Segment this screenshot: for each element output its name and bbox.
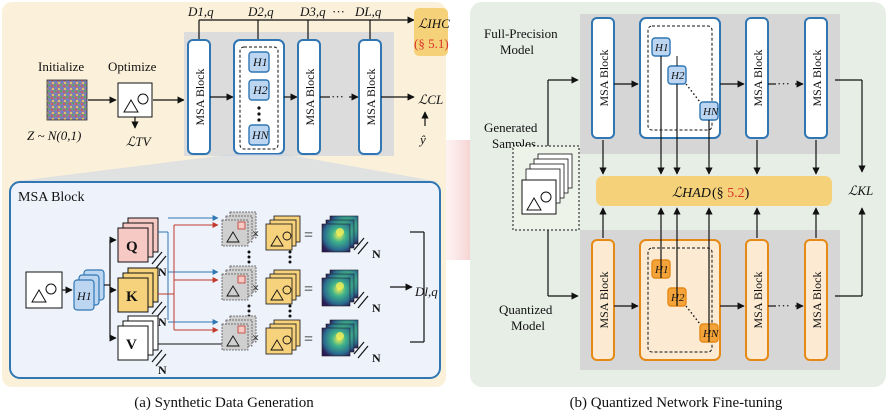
loss-ihc: ℒIHC (418, 16, 450, 31)
svg-text:MSA Block: MSA Block (597, 271, 611, 328)
loss-tv: ℒTV (126, 134, 153, 149)
svg-text:MSA Block: MSA Block (597, 49, 611, 106)
msa-block-3: MSA Block (297, 39, 321, 155)
svg-text:H2: H2 (252, 83, 268, 97)
svg-text:MSA Block: MSA Block (810, 49, 824, 106)
loss-had-box (596, 176, 832, 206)
svg-text:MSA Block: MSA Block (751, 271, 765, 328)
top-output-labels: D1,q D2,q D3,q ··· DL,q (187, 4, 382, 19)
output-dl: DL,q (354, 4, 382, 19)
initialize-label: Initialize (38, 59, 84, 74)
svg-text:···: ··· (777, 76, 790, 91)
attention-row-1: × = N (221, 211, 381, 264)
fp-msa-block-l: MSA Block (804, 17, 828, 139)
svg-text:N: N (158, 363, 167, 377)
svg-text:V: V (126, 337, 137, 353)
q-msa-block-1: MSA Block (591, 239, 615, 361)
head-n-icon (248, 124, 270, 146)
query-stack: Q N (117, 217, 167, 279)
output-d2: D2,q (247, 4, 274, 19)
svg-text:N: N (372, 247, 381, 261)
svg-text:HN: HN (702, 328, 719, 340)
svg-text:×: × (252, 226, 259, 241)
noise-label: Z ~ N(0,1) (27, 128, 81, 143)
loss-cl: ℒCL (418, 92, 443, 107)
svg-text:H2: H2 (670, 70, 685, 82)
svg-text:H1: H1 (252, 55, 268, 69)
msa-block-heads: H1 H2 HN (233, 39, 285, 155)
svg-text:···: ··· (777, 298, 790, 313)
loss-had: ℒHAD (672, 186, 711, 201)
svg-text:MSA Block: MSA Block (810, 271, 824, 328)
msa-block-l: MSA Block (358, 39, 382, 155)
svg-text:×: × (252, 330, 259, 345)
fp-msa-block-3: MSA Block (745, 17, 769, 139)
ihc-ref: (§ 5.1) (414, 36, 449, 51)
svg-text:=: = (304, 227, 313, 244)
input-image-icon (25, 271, 63, 309)
svg-text:N: N (372, 301, 381, 315)
optimizer-icon (117, 82, 153, 118)
svg-text:Q: Q (126, 239, 138, 255)
svg-text:H1: H1 (654, 42, 668, 54)
attention-row-3: × = N (221, 315, 381, 365)
svg-text:×: × (252, 280, 259, 295)
svg-text:MSA Block: MSA Block (364, 68, 378, 125)
attention-row-2: × = N (221, 265, 381, 318)
msa-detail-title: MSA Block (18, 190, 85, 205)
fp-msa-block-1: MSA Block (591, 17, 615, 139)
caption-a: (a) Synthetic Data Generation (134, 395, 314, 411)
output-d1: D1,q (187, 4, 214, 19)
value-stack: V N (117, 315, 167, 377)
msa-block-1: MSA Block (187, 39, 211, 155)
svg-text:HN: HN (702, 106, 719, 118)
had-ref: (§ 5.2) (712, 186, 750, 201)
y-hat: ŷ (418, 132, 426, 147)
caption-b: (b) Quantized Network Fine-tuning (570, 395, 783, 411)
svg-text:MSA Block: MSA Block (751, 49, 765, 106)
head-1-icon (248, 51, 270, 73)
q-msa-block-l: MSA Block (804, 239, 828, 361)
head-1-stack: H1 (73, 269, 105, 311)
had-arrows (599, 56, 820, 342)
generated-samples-stack (512, 145, 580, 231)
noise-image (46, 79, 88, 121)
zoom-projection (10, 154, 440, 182)
svg-text:N: N (158, 265, 167, 279)
detail-output: Dl,q (414, 284, 438, 299)
svg-text:=: = (304, 281, 313, 298)
optimize-label: Optimize (108, 59, 157, 74)
svg-text:N: N (372, 351, 381, 365)
svg-text:K: K (126, 289, 138, 305)
svg-text:H1: H1 (76, 289, 92, 303)
output-d3: D3,q (299, 4, 326, 19)
head-2-icon (248, 79, 270, 101)
svg-text:MSA Block: MSA Block (303, 68, 317, 125)
top-ellipsis: ··· (332, 4, 345, 19)
svg-text:=: = (304, 331, 313, 348)
loss-ihc-box (414, 8, 448, 56)
svg-text:HN: HN (251, 128, 270, 142)
key-stack: K N (117, 267, 167, 329)
svg-text:N: N (158, 315, 167, 329)
mid-ellipsis: ··· (331, 89, 344, 104)
q-msa-block-3: MSA Block (745, 239, 769, 361)
loss-kl: ℒKL (848, 183, 873, 198)
svg-text:MSA Block: MSA Block (193, 68, 207, 125)
